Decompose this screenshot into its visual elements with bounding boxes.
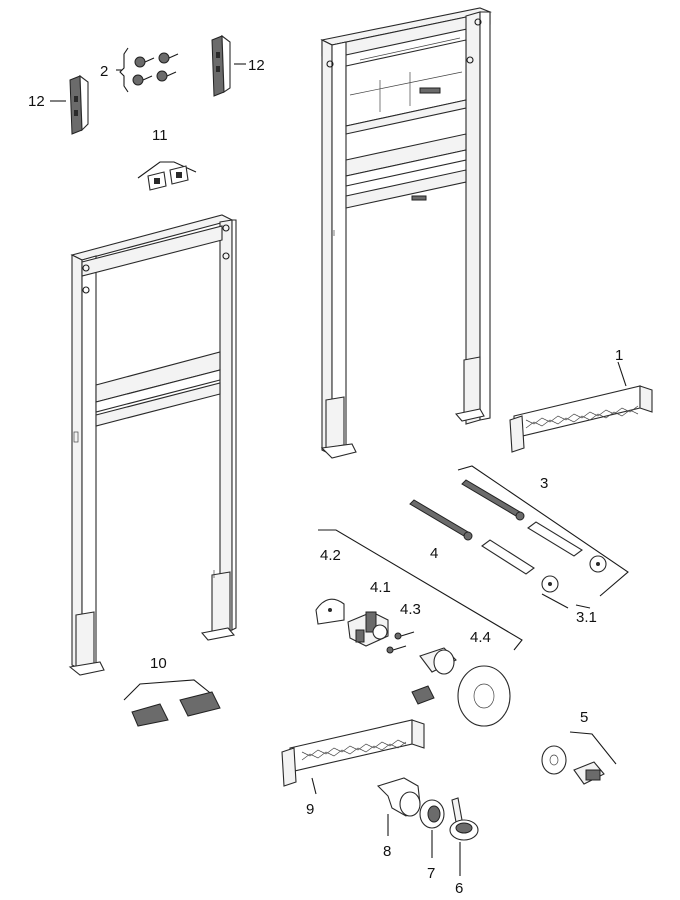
- screws-2: [116, 47, 179, 93]
- label-1: 1: [615, 347, 623, 364]
- label-11: 11: [152, 127, 168, 144]
- part-5: [541, 731, 617, 785]
- rods-3: [409, 465, 629, 609]
- valve-assembly-4: [315, 529, 523, 727]
- label-12-right: 12: [248, 57, 265, 74]
- bracket-12-right: [211, 34, 246, 97]
- rail-1: [509, 361, 653, 453]
- pads-11: [137, 161, 197, 191]
- elbow-8: [376, 777, 421, 836]
- ring-7: [419, 799, 445, 858]
- label-2: 2: [100, 63, 108, 80]
- label-6: 6: [455, 880, 463, 897]
- label-4: 4: [430, 545, 438, 562]
- clamp-6: [449, 797, 479, 876]
- label-5: 5: [580, 709, 588, 726]
- rail-9: [281, 719, 425, 795]
- label-9: 9: [306, 801, 314, 818]
- label-4-2: 4.2: [320, 547, 341, 564]
- clips-10: [123, 679, 221, 727]
- frame-short: [68, 214, 237, 676]
- label-3: 3: [540, 475, 548, 492]
- bracket-12-left: [50, 74, 89, 135]
- label-12-left: 12: [28, 93, 45, 110]
- label-4-3: 4.3: [400, 601, 421, 618]
- label-10: 10: [150, 655, 167, 672]
- label-4-1: 4.1: [370, 579, 391, 596]
- label-3-1: 3.1: [576, 609, 597, 626]
- label-8: 8: [383, 843, 391, 860]
- frame-tall: [320, 7, 492, 459]
- label-7: 7: [427, 865, 435, 882]
- label-4-4: 4.4: [470, 629, 491, 646]
